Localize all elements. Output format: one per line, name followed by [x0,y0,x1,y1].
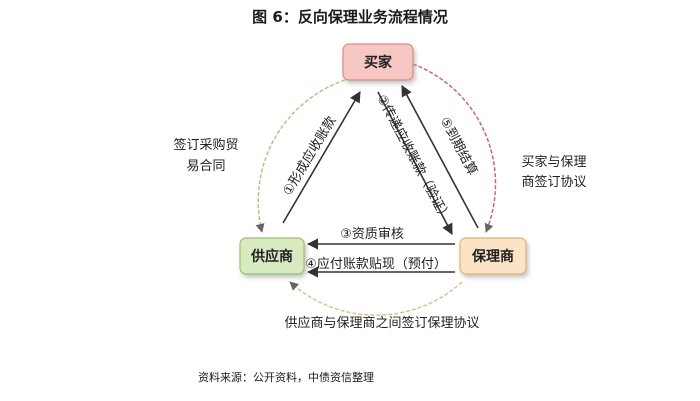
node-factor: 保理商 [459,237,527,275]
label-supplier-agreement: 供应商与保理商之间签订保理协议 [284,315,479,331]
label-review: ③资质审核 [340,227,404,242]
node-factor-label: 保理商 [471,248,514,265]
node-supplier-label: 供应商 [250,248,293,265]
label-contract-line2: 易合同 [186,159,225,174]
circle-arc-left [255,79,346,233]
arrow-transfer-receivable [377,91,453,235]
node-supplier: 供应商 [239,237,305,275]
node-buyer-label: 买家 [364,54,393,71]
label-transfer-receivable: ②传递应收账款（验证） [373,92,454,225]
label-contract-line1: 签订采购贸 [173,137,238,153]
label-buyer-agreement-line1: 买家与保理 [521,154,586,170]
diagram-title: 图 6：反向保理业务流程情况 [252,8,448,26]
label-buyer-agreement-line2: 商签订协议 [521,174,586,190]
node-buyer: 买家 [342,43,414,81]
arrow-form-receivable [282,91,361,224]
circle-arc-right [412,63,497,233]
label-discount: ④应付账款贴现（预付） [305,256,447,272]
arrow-settle [401,85,479,229]
source-note: 资料来源：公开资料，中债资信整理 [198,370,374,384]
label-settle: ⑤到期结算 [437,115,480,178]
label-form-receivable: ①形成应收账款 [280,113,340,198]
circle-arc-bottom [289,281,463,316]
